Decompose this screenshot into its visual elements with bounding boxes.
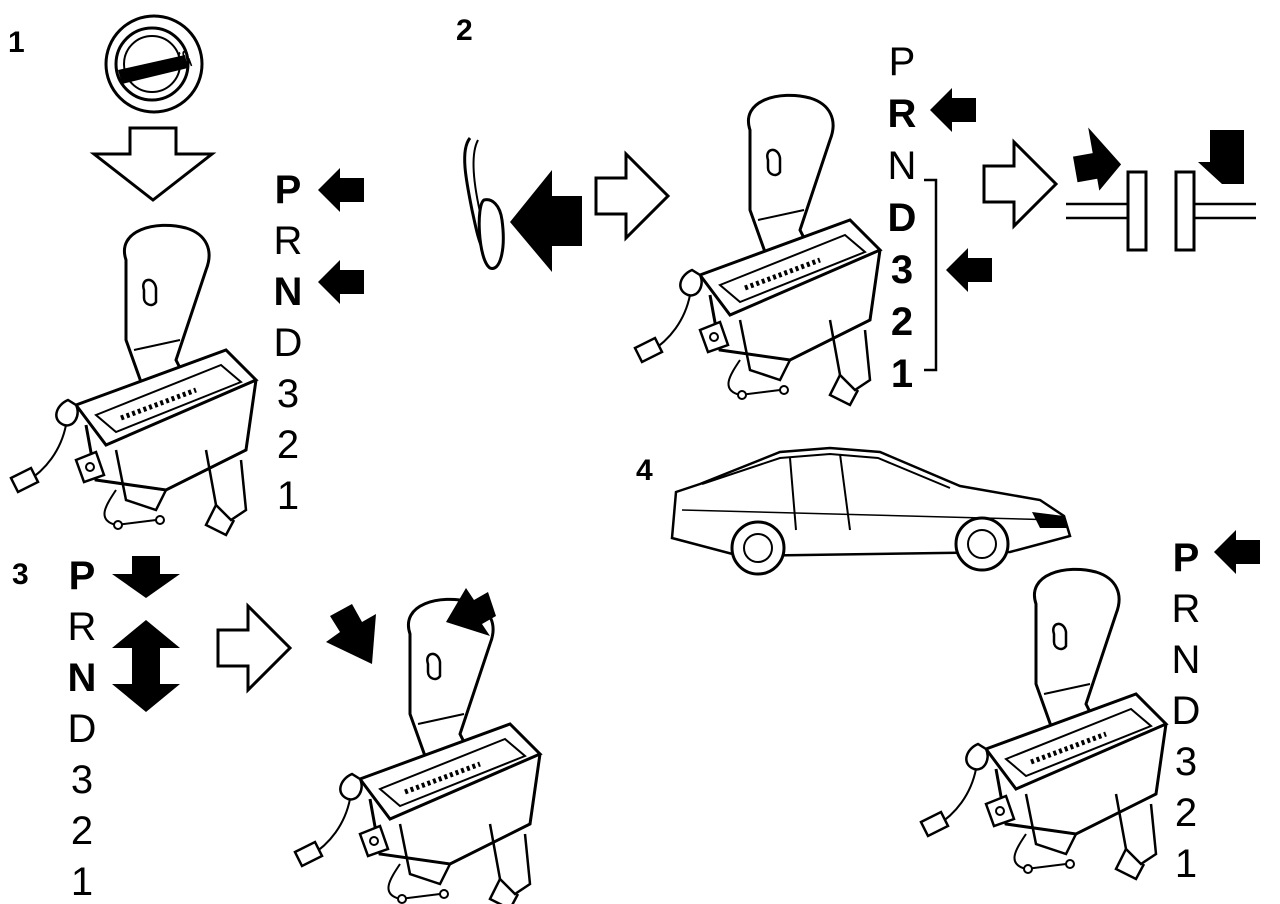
gear-label: D: [273, 321, 303, 365]
arrow-icon: [89, 126, 217, 202]
gear-label: 3: [276, 372, 300, 416]
gear-label: D: [67, 707, 97, 751]
shift-lever-icon: [635, 95, 880, 405]
arrow-icon: [930, 88, 976, 132]
shift-lever-icon: [11, 225, 256, 535]
gear-label: 1: [70, 860, 94, 904]
arrow-icon: [216, 604, 292, 692]
gear-label: N: [273, 270, 303, 314]
gear-label: R: [273, 219, 303, 263]
arrow-icon: [112, 620, 180, 712]
gear-label: N: [887, 144, 917, 188]
arrow-icon: [318, 260, 364, 304]
gear-label: 3: [890, 248, 914, 292]
gear-label: R: [1171, 587, 1201, 631]
step-2: [463, 88, 1256, 405]
gear-range-bracket: [924, 178, 938, 372]
arrow-icon: [318, 168, 364, 212]
arrow-icon: [946, 248, 992, 292]
gear-label: P: [68, 554, 96, 598]
gear-label: 1: [890, 352, 914, 396]
brake-caliper-icon: [1066, 127, 1256, 252]
arrow-icon: [982, 140, 1058, 228]
arrow-icon: [1214, 530, 1260, 574]
gear-label: N: [67, 656, 97, 700]
step-4: [670, 446, 1260, 879]
gear-label: 1: [276, 474, 300, 518]
gear-label: 3: [1174, 740, 1198, 784]
gear-label: P: [888, 40, 916, 84]
brake-pedal-icon: [463, 137, 505, 270]
arrow-icon: [510, 170, 582, 272]
gear-label: N: [1171, 638, 1201, 682]
step-number: 1: [8, 26, 25, 59]
arrow-icon: [446, 588, 496, 636]
gear-label: P: [1172, 536, 1200, 580]
arrow-icon: [594, 152, 670, 240]
gear-label: D: [1171, 689, 1201, 733]
car-icon: [670, 446, 1072, 576]
step-number: 4: [636, 454, 653, 487]
arrow-icon: [326, 604, 376, 664]
gear-label: R: [887, 92, 917, 136]
step-number: 3: [12, 558, 29, 591]
step-1: [11, 14, 364, 535]
gear-label: 2: [1174, 791, 1198, 835]
step-3: [112, 556, 540, 904]
gear-label: P: [274, 168, 302, 212]
step-number: 2: [456, 14, 473, 47]
gear-label: R: [67, 605, 97, 649]
gear-label: 1: [1174, 842, 1198, 886]
gear-label: 2: [890, 300, 914, 344]
shift-lever-icon: [295, 599, 540, 904]
ignition-key-icon: [104, 14, 204, 114]
gear-label: 2: [276, 423, 300, 467]
gear-label: D: [887, 196, 917, 240]
gear-label: 2: [70, 809, 94, 853]
arrow-icon: [112, 556, 180, 598]
shift-lever-icon: [921, 569, 1166, 879]
gear-label: 3: [70, 758, 94, 802]
